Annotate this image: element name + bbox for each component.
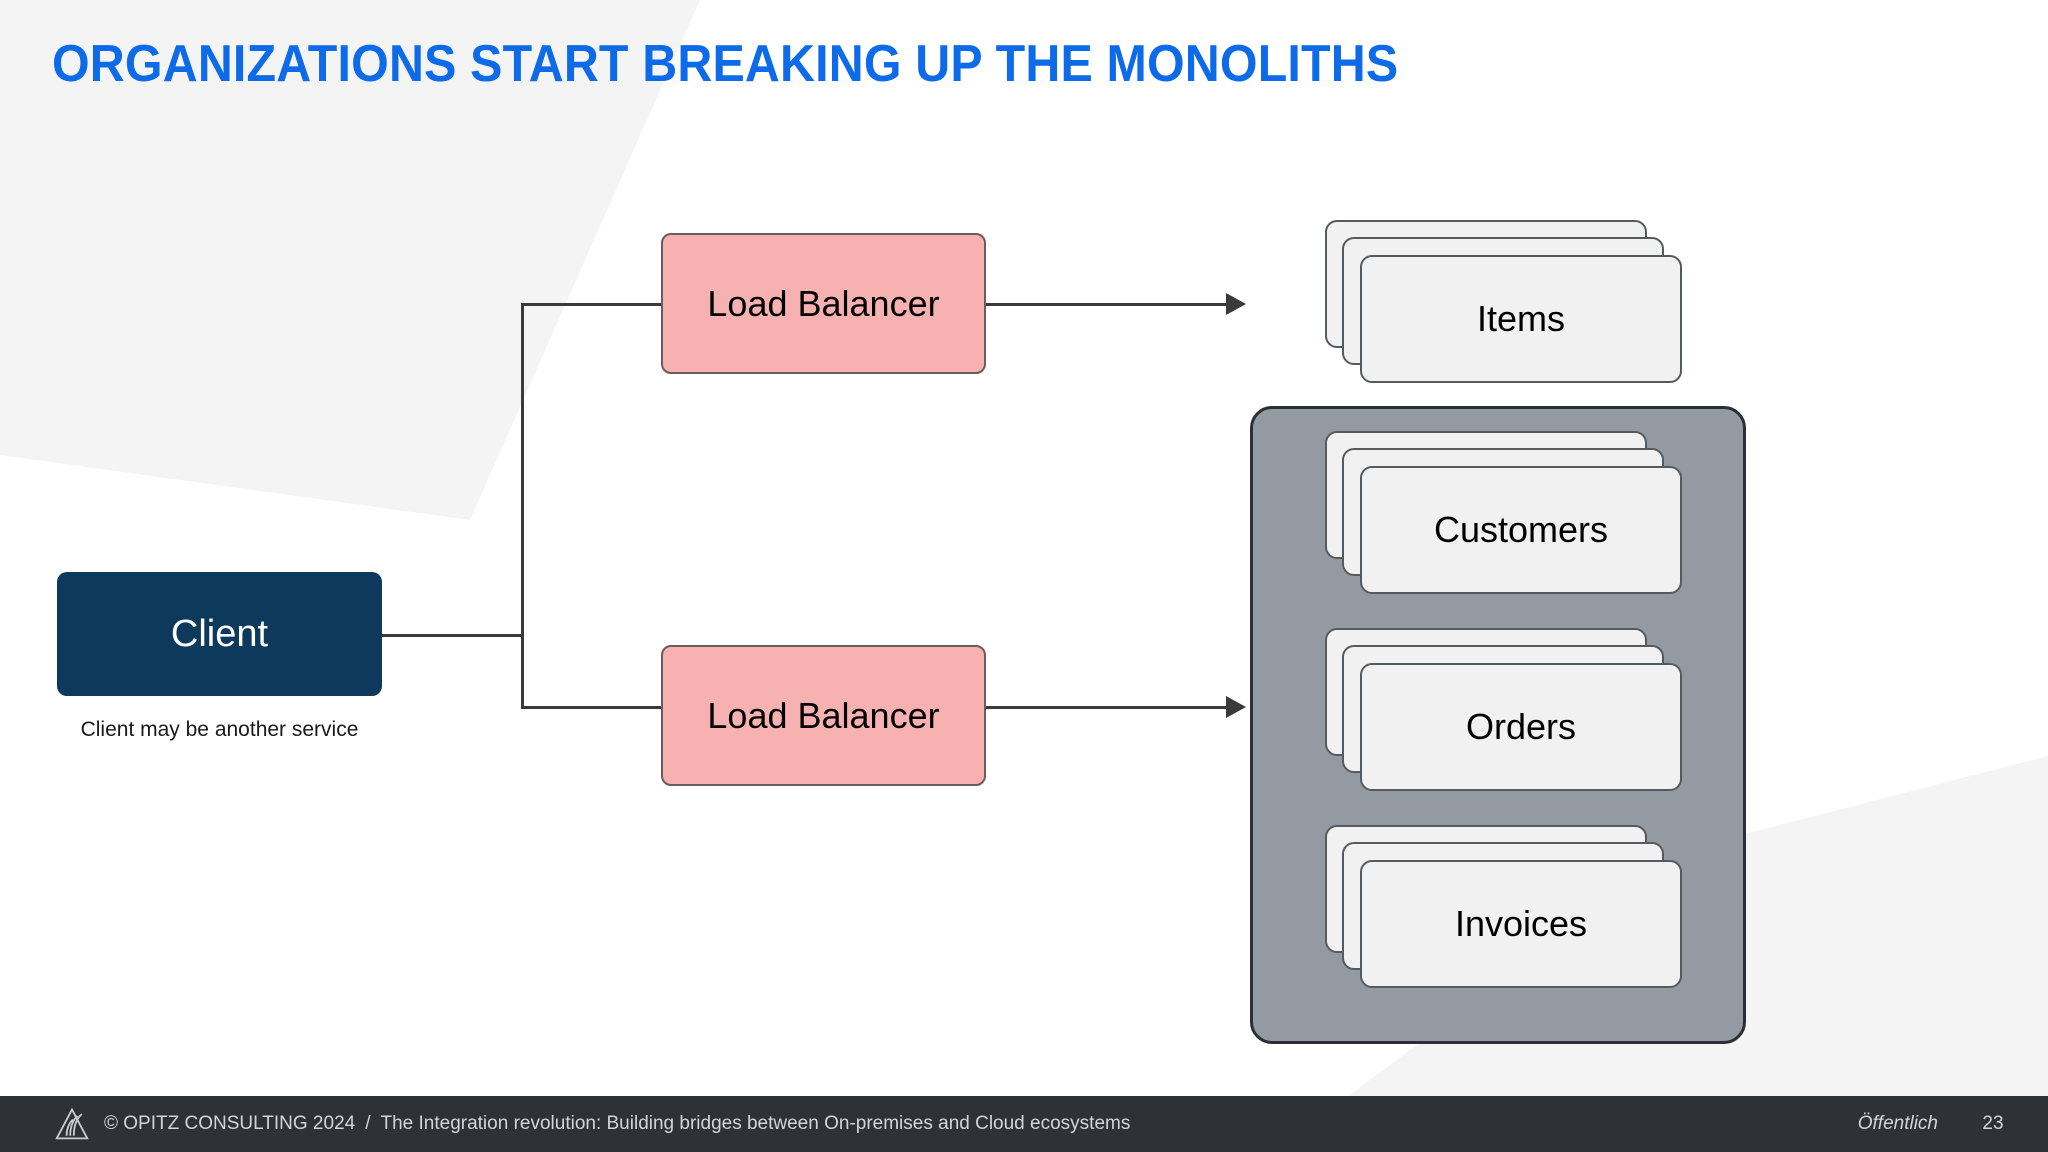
service-label-customers: Customers: [1433, 509, 1609, 550]
service-label-orders: Orders: [1465, 706, 1577, 747]
arrow-load-balancer-bottom-to-services: [986, 706, 1226, 709]
service-label-invoices: Invoices: [1454, 903, 1588, 944]
service-card-front[interactable]: Invoices: [1360, 860, 1682, 988]
slide-footer: © OPITZ CONSULTING 2024 / The Integratio…: [0, 1096, 2048, 1152]
footer-page-number: 23: [1982, 1113, 2004, 1134]
connector-branch-to-load-balancer-bottom: [521, 706, 663, 709]
client-caption: Client may be another service: [80, 718, 359, 741]
service-stack-customers[interactable]: Customers: [1325, 431, 1682, 594]
footer-subtitle: The Integration revolution: Building bri…: [380, 1113, 1131, 1134]
connector-branch-to-load-balancer-top: [521, 303, 663, 306]
service-stack-orders[interactable]: Orders: [1325, 628, 1682, 791]
service-label-items: Items: [1476, 298, 1565, 339]
arrow-head-top-icon: [1226, 293, 1246, 315]
arrow-head-bottom-icon: [1226, 696, 1246, 718]
client-node[interactable]: Client: [57, 572, 382, 696]
footer-classification: Öffentlich: [1857, 1113, 1938, 1134]
architecture-diagram: Client Client may be another service Loa…: [57, 220, 1746, 1044]
load-balancer-node-top[interactable]: Load Balancer: [661, 233, 986, 374]
service-card-front[interactable]: Customers: [1360, 466, 1682, 594]
footer-separator: /: [365, 1113, 371, 1134]
load-balancer-node-bottom[interactable]: Load Balancer: [661, 645, 986, 786]
page-title: ORGANIZATIONS START BREAKING UP THE MONO…: [52, 35, 1399, 93]
load-balancer-bottom-label: Load Balancer: [707, 694, 940, 736]
connector-branch-vertical: [521, 303, 524, 709]
opitz-consulting-logo-icon: [55, 1107, 89, 1140]
connector-client-to-branch: [382, 634, 523, 637]
service-card-front[interactable]: Orders: [1360, 663, 1682, 791]
footer-copyright: © OPITZ CONSULTING 2024: [104, 1113, 356, 1134]
client-node-label: Client: [170, 612, 269, 655]
service-stack-items[interactable]: Items: [1325, 220, 1682, 383]
load-balancer-top-label: Load Balancer: [707, 282, 940, 324]
arrow-load-balancer-top-to-items: [986, 303, 1226, 306]
service-stack-invoices[interactable]: Invoices: [1325, 825, 1682, 988]
service-card-front[interactable]: Items: [1360, 255, 1682, 383]
